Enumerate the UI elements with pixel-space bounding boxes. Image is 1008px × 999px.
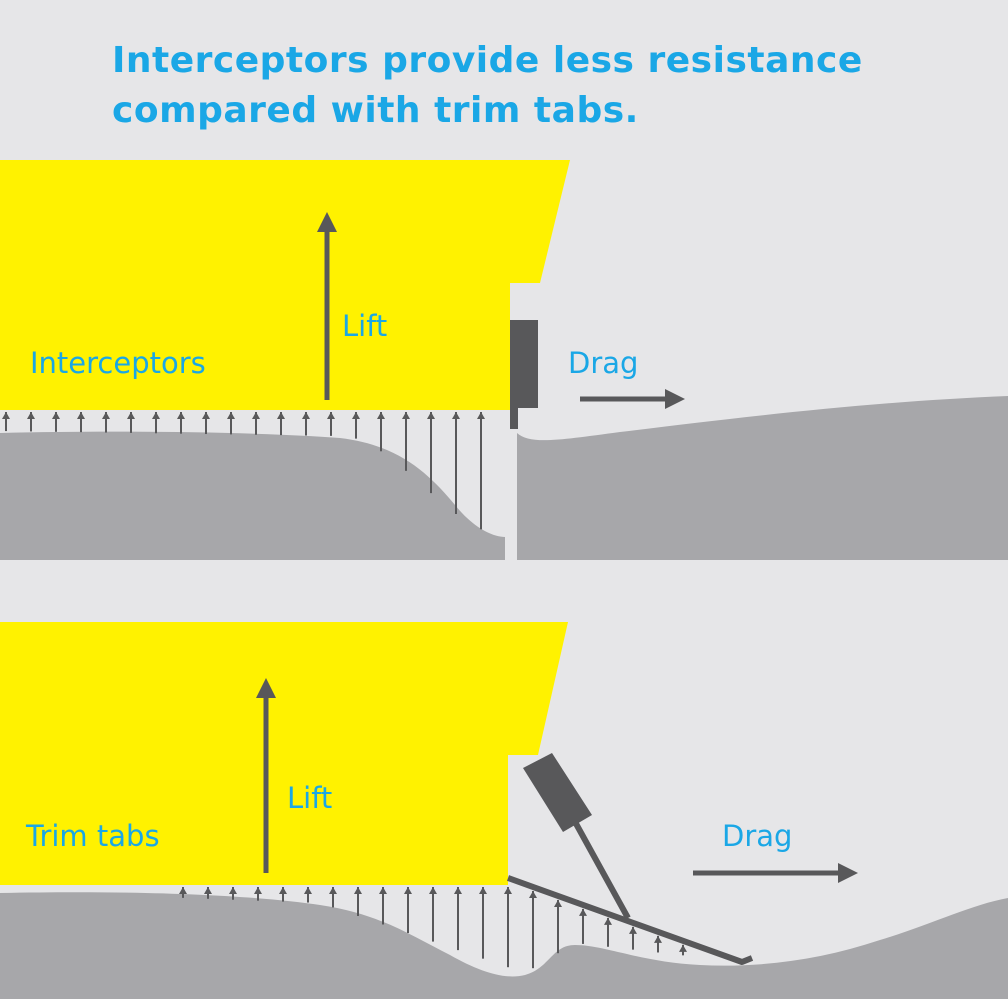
pressure-arrowhead (379, 887, 387, 894)
pressure-arrowhead (229, 887, 237, 894)
pressure-arrowhead (579, 908, 587, 916)
pressure-arrowhead (304, 887, 312, 894)
panel-label: Interceptors (30, 346, 206, 380)
title-line-2: compared with trim tabs. (112, 90, 639, 131)
pressure-arrowhead (252, 412, 260, 419)
pressure-arrowhead (377, 412, 385, 419)
title-line-1: Interceptors provide less resistance (112, 40, 863, 81)
pressure-arrowhead (102, 412, 110, 419)
pressure-arrowhead (254, 887, 262, 894)
pressure-arrowhead (277, 412, 285, 419)
interceptors-panel: Interceptors Lift Drag (0, 160, 1008, 560)
trim-tab-plate (506, 875, 754, 965)
pressure-arrows (179, 887, 687, 969)
pressure-arrowhead (477, 412, 485, 419)
pressure-arrowhead (427, 412, 435, 419)
pressure-arrowhead (302, 412, 310, 419)
pressure-arrowhead (679, 944, 687, 952)
pressure-arrows (2, 412, 485, 530)
pressure-arrowhead (504, 887, 512, 894)
water-surface-stern (517, 396, 1008, 560)
interceptor-blade (510, 320, 538, 408)
trim-tabs-panel: Trim tabs Lift Drag (0, 622, 1008, 999)
pressure-arrowhead (354, 887, 362, 894)
water-surface (0, 431, 505, 560)
pressure-arrowhead (654, 935, 662, 943)
drag-label: Drag (568, 346, 638, 380)
actuator (523, 753, 631, 920)
pressure-arrowhead (604, 917, 612, 925)
drag-label: Drag (722, 819, 792, 853)
lift-label: Lift (342, 309, 387, 343)
pressure-arrowhead (452, 412, 460, 419)
pressure-arrowhead (554, 899, 562, 907)
pressure-arrowhead (27, 412, 35, 419)
pressure-arrowhead (629, 926, 637, 934)
pressure-arrowhead (179, 887, 187, 894)
pressure-arrowhead (202, 412, 210, 419)
pressure-arrowhead (279, 887, 287, 894)
pressure-arrowhead (352, 412, 360, 419)
pressure-arrowhead (52, 412, 60, 419)
pressure-arrowhead (329, 887, 337, 894)
pressure-arrowhead (404, 887, 412, 894)
pressure-arrowhead (77, 412, 85, 419)
pressure-arrowhead (177, 412, 185, 419)
water-surface (0, 892, 1008, 999)
pressure-arrowhead (227, 412, 235, 419)
pressure-arrowhead (327, 412, 335, 419)
pressure-arrowhead (479, 887, 487, 894)
pressure-arrowhead (2, 412, 10, 419)
pressure-arrowhead (127, 412, 135, 419)
panel-label: Trim tabs (25, 819, 160, 853)
pressure-arrowhead (429, 887, 437, 894)
interceptor-mount (510, 405, 518, 429)
pressure-arrowhead (402, 412, 410, 419)
hull (0, 160, 570, 410)
page-title: Interceptors provide less resistance com… (112, 36, 912, 136)
pressure-arrowhead (454, 887, 462, 894)
pressure-arrowhead (152, 412, 160, 419)
pressure-arrowhead (529, 890, 537, 898)
lift-label: Lift (287, 781, 332, 815)
pressure-arrowhead (204, 887, 212, 894)
hull (0, 622, 568, 885)
